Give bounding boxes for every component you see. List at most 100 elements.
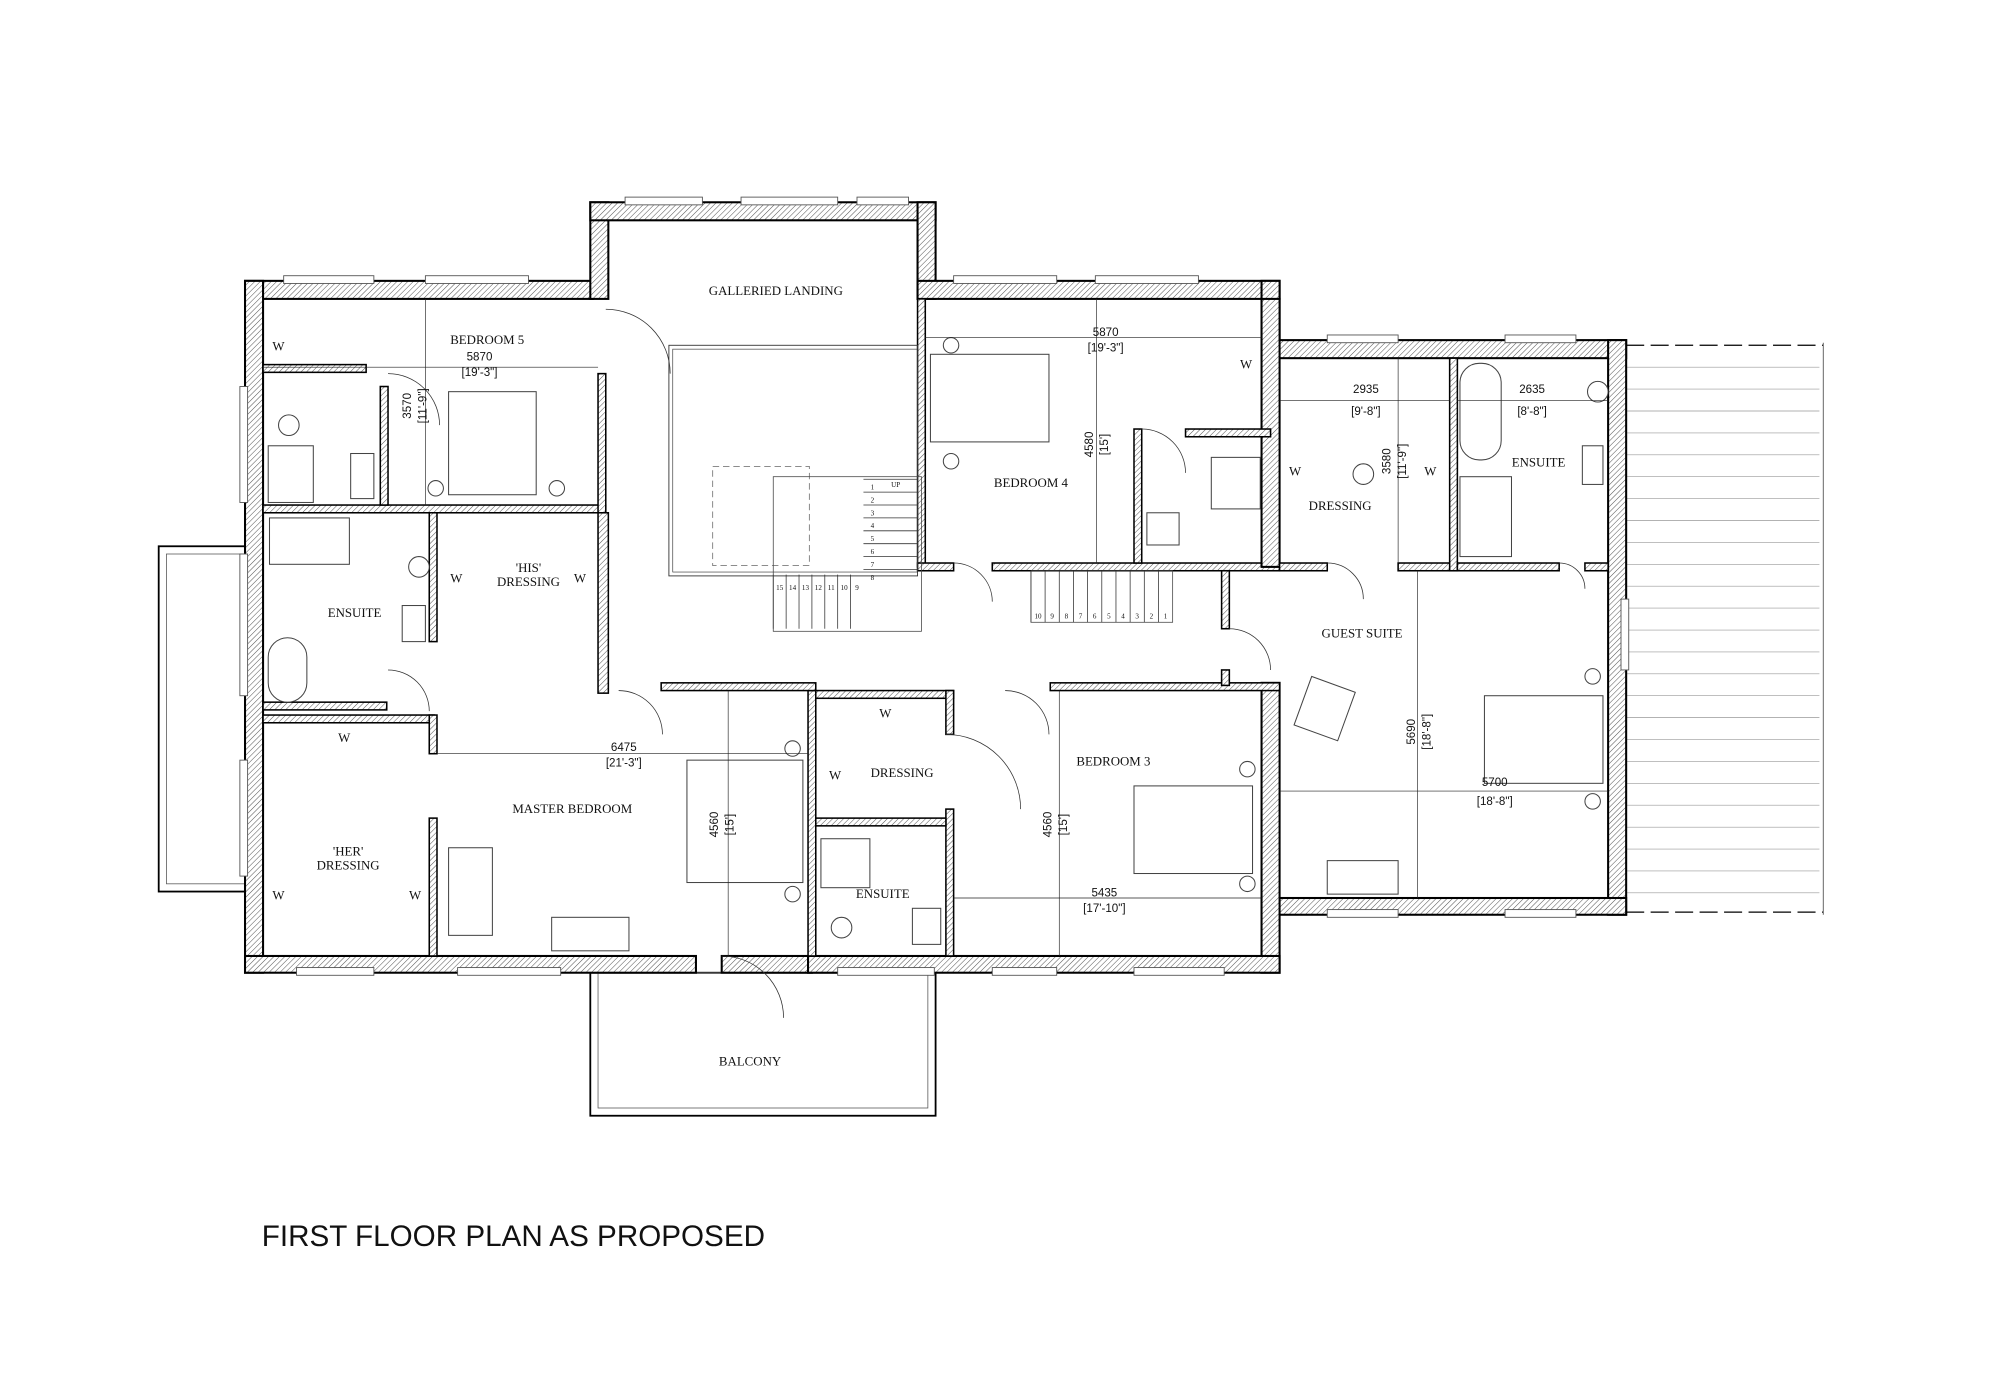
stair-step-number: 10 <box>1034 612 1042 620</box>
dim-guest-ensuite-width: 2635 <box>1519 384 1545 396</box>
dim-guest-depth-imperial: [18'-8"] <box>1421 714 1433 750</box>
bedside-lamp-icon <box>1239 760 1256 778</box>
dim-bedroom4-depth-imperial: [15'] <box>1099 434 1111 456</box>
wardrobe-label: W <box>1240 357 1253 371</box>
window <box>837 967 935 976</box>
wardrobe-label: W <box>272 888 285 902</box>
stair-step-number: 9 <box>1050 612 1054 620</box>
wall <box>1220 569 1231 630</box>
stair-step-number: 3 <box>871 509 875 517</box>
dim-guest-width: 5700 <box>1482 777 1508 789</box>
dim-master-width: 6475 <box>611 742 637 754</box>
label-his-dressing: 'HIS' <box>516 561 541 575</box>
label-master-ensuite: ENSUITE <box>328 606 382 620</box>
toilet-icon <box>408 556 430 578</box>
dim-guest-width-imperial: [18'-8"] <box>1477 796 1513 808</box>
label-his-dressing-2: DRESSING <box>497 575 560 589</box>
wall <box>262 714 436 724</box>
dim-guest-dressing-width: 2935 <box>1353 384 1379 396</box>
window <box>296 967 375 976</box>
label-guest-dressing: DRESSING <box>1309 499 1372 513</box>
window <box>1094 275 1199 284</box>
label-her-dressing-2: DRESSING <box>317 859 380 873</box>
wall <box>428 817 438 957</box>
wall <box>814 817 947 827</box>
door-swing <box>605 308 671 374</box>
window <box>991 967 1058 976</box>
dim-master-width-imperial: [21'-3"] <box>606 758 642 770</box>
stair-step-number: 14 <box>789 584 797 592</box>
terrace-decking <box>1626 342 1824 915</box>
bedside-lamp-icon <box>942 337 960 354</box>
armchair-icon <box>1293 675 1356 742</box>
door-swing <box>618 690 663 735</box>
door-swing <box>945 733 1022 810</box>
label-guest-suite: GUEST SUITE <box>1322 627 1403 641</box>
window <box>239 386 249 503</box>
stair-step-number: 6 <box>1093 612 1097 620</box>
wall <box>991 562 1281 572</box>
basin-icon <box>1146 512 1180 546</box>
bed-icon <box>686 759 804 884</box>
window <box>283 275 375 284</box>
wall <box>1184 428 1272 438</box>
stair-step-number: 7 <box>871 561 875 569</box>
sofa-icon <box>448 847 493 936</box>
wall <box>1448 357 1459 572</box>
stair-step-number: 11 <box>828 584 835 592</box>
dim-bedroom3-depth-imperial: [15'] <box>1058 814 1070 836</box>
bedside-lamp-icon <box>784 885 801 903</box>
dim-bedroom4-depth: 4580 <box>1084 432 1096 458</box>
dimension-lines <box>263 298 1609 956</box>
wall <box>597 511 610 694</box>
window <box>740 196 839 206</box>
dim-master-depth-imperial: [15'] <box>724 814 736 836</box>
window <box>1133 967 1225 976</box>
window <box>856 196 909 206</box>
wardrobe-label: W <box>879 707 892 721</box>
wall <box>1278 562 1329 572</box>
wall <box>807 689 817 957</box>
dim-bedroom5-depth: 3570 <box>402 393 414 419</box>
shower-icon <box>267 445 314 503</box>
stair-step-number: 2 <box>1150 612 1154 620</box>
wall <box>428 511 438 643</box>
window <box>1620 598 1630 671</box>
label-bedroom-3: BEDROOM 3 <box>1076 754 1150 768</box>
window <box>1326 334 1399 344</box>
stair-step-number: 8 <box>871 574 875 582</box>
door-swing <box>721 955 784 1018</box>
wall <box>1397 562 1457 572</box>
wardrobe-label: W <box>574 571 587 585</box>
bed-icon <box>929 353 1050 443</box>
bedside-lamp-icon <box>1239 875 1256 893</box>
toilet-icon <box>278 414 300 436</box>
door-swing <box>953 562 993 602</box>
window <box>1504 334 1577 344</box>
wardrobe-label: W <box>829 768 842 782</box>
wall <box>1456 562 1560 572</box>
wall <box>916 562 955 572</box>
label-balcony: BALCONY <box>719 1054 781 1068</box>
dim-bedroom5-width: 5870 <box>467 352 493 364</box>
door-swing <box>1327 562 1364 600</box>
bed-icon <box>1483 695 1604 784</box>
desk-icon <box>551 916 630 952</box>
stair-step-number: 4 <box>1121 612 1125 620</box>
stair-step-number: 7 <box>1079 612 1083 620</box>
stair-step-number: 15 <box>776 584 784 592</box>
wardrobe-label: W <box>272 339 285 353</box>
stair-step-number: 9 <box>855 584 859 592</box>
stair-step-number: 6 <box>871 548 875 556</box>
door-swing <box>1141 428 1186 473</box>
toilet-icon <box>1586 380 1609 403</box>
window <box>457 967 562 976</box>
wall <box>945 689 955 736</box>
window <box>239 553 249 697</box>
room-labels: GALLERIED LANDING BEDROOM 5 ENSUITE 'HIS… <box>317 284 1566 1068</box>
stair-step-number: 10 <box>841 584 849 592</box>
door-swing <box>1005 690 1050 735</box>
stair-step-number: 13 <box>802 584 810 592</box>
